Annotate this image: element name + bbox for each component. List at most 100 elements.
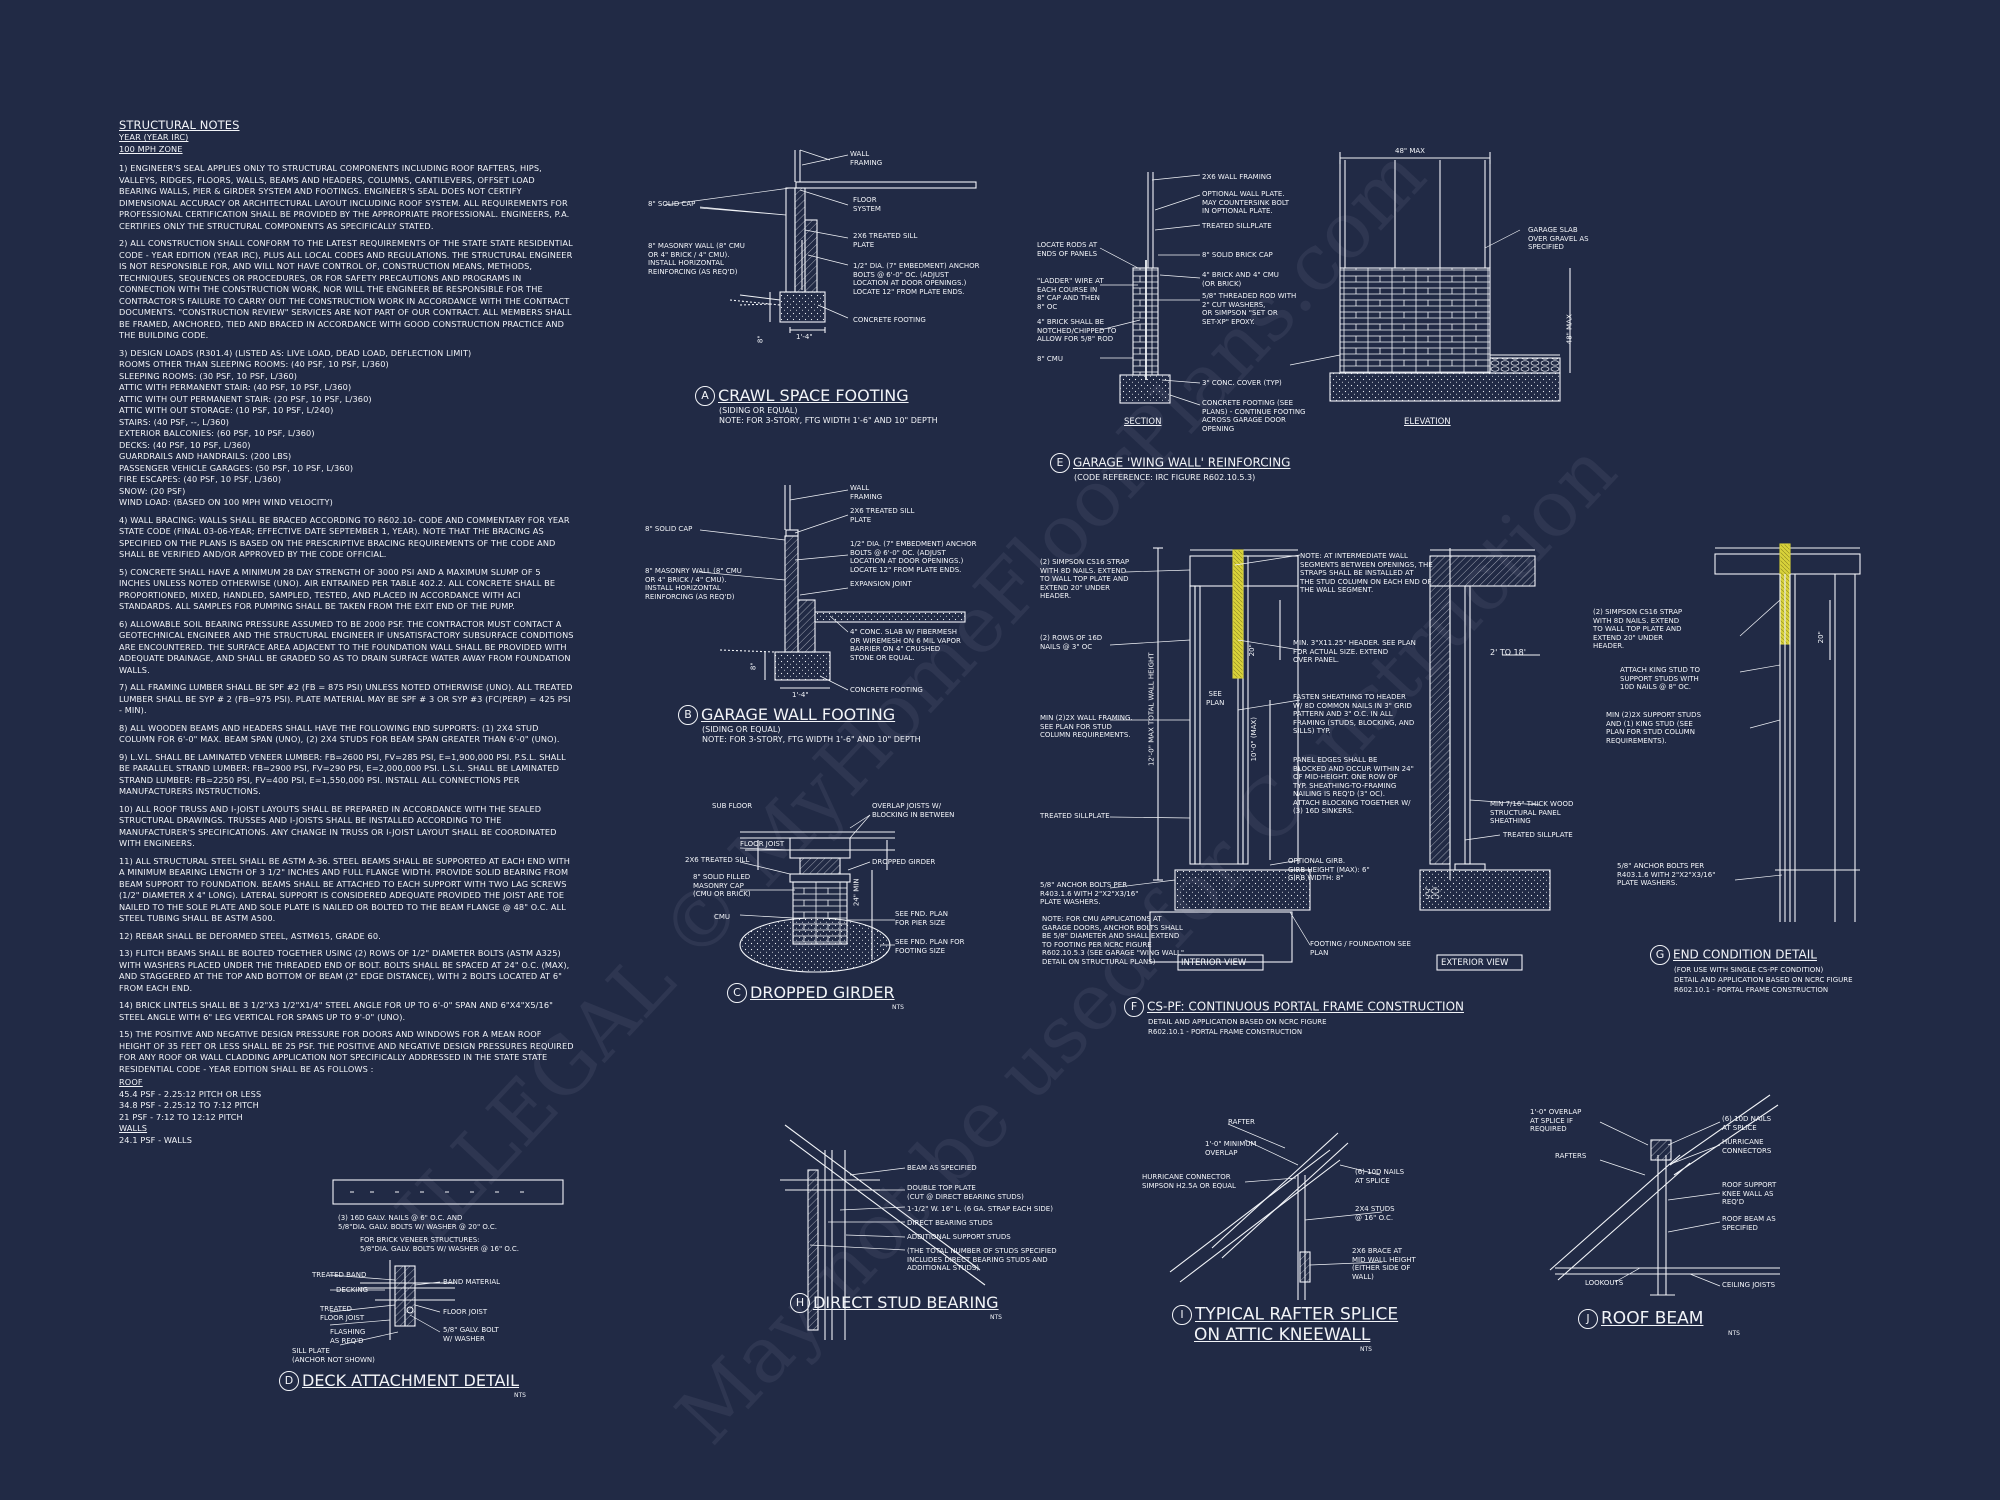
b-dim-height: 8"	[749, 662, 758, 671]
i-label-brace: 2x6 BRACE AT MID WALL HEIGHT (EITHER SID…	[1352, 1247, 1416, 1281]
e-label-ladder-wire: "LADDER" WIRE AT EACH COURSE IN 8" CAP A…	[1037, 277, 1104, 311]
h-label-total-studs: (THE TOTAL NUMBER OF STUDS SPECIFIED INC…	[907, 1247, 1057, 1272]
detail-j-marker: J	[1578, 1308, 1598, 1329]
load-item: ATTIC WITH OUT STORAGE: (10 PSF, 10 PSF,…	[119, 405, 334, 415]
j-label-lookouts: LOOKOUTS	[1585, 1279, 1624, 1287]
e-label-footing: CONCRETE FOOTING (SEE PLANS) - CONTINUE …	[1202, 399, 1306, 433]
c-label-dropped-girder: DROPPED GIRDER	[872, 858, 936, 866]
note-9: 9) L.V.L. SHALL BE LAMINATED VENEER LUMB…	[119, 751, 566, 797]
load-item: EXTERIOR BALCONIES: (60 PSF, 10 PSF, L/3…	[119, 428, 315, 438]
j-label-roof-beam: ROOF BEAM AS SPECIFIED	[1722, 1215, 1776, 1232]
e-label-solid-brick-cap: 8" SOLID BRICK CAP	[1202, 251, 1273, 259]
g-label-anchor-bolts: 5/8" ANCHOR BOLTS PER R403.1.6 WITH 2"x2…	[1617, 862, 1716, 887]
c-label-footing-size: SEE FND. PLAN FOR FOOTING SIZE	[895, 938, 965, 955]
d-label-brick-veneer: FOR BRICK VENEER STRUCTURES: 5/8"dia. GA…	[360, 1236, 519, 1253]
c-label-pier-size: SEE FND. PLAN FOR PIER SIZE	[895, 910, 948, 927]
f-dim-20: 20"	[1247, 644, 1256, 657]
j-label-nails: (6) 10d NAILS AT SPLICE	[1722, 1115, 1772, 1132]
note-15: 15) THE POSITIVE AND NEGATIVE DESIGN PRE…	[119, 1029, 574, 1074]
e-label-notched-brick: 4" BRICK SHALL BE NOTCHED/CHIPPED TO ALL…	[1037, 318, 1117, 343]
b-dim-width: 1'-4"	[792, 691, 809, 699]
detail-j-name: ROOF BEAM	[1601, 1308, 1704, 1329]
detail-e-drawing	[1099, 152, 1571, 406]
a-label-masonry-wall: 8" MASONRY WALL (8" CMU OR 4" BRICK / 4"…	[648, 242, 745, 276]
note-11: 11) ALL STRUCTURAL STEEL SHALL BE ASTM A…	[119, 855, 570, 924]
detail-c-marker: C	[727, 982, 747, 1003]
d-label-decking: DECKING	[336, 1286, 369, 1294]
detail-j-nts: NTS	[1728, 1329, 1740, 1337]
e-label-conc-cover: 3" CONC. COVER (TYP)	[1202, 379, 1282, 387]
d-label-treated-band: TREATED BAND	[312, 1271, 367, 1279]
detail-c-name: DROPPED GIRDER	[750, 983, 895, 1002]
detail-e-code: (CODE REFERENCE: IRC FIGURE R602.10.5.3)	[1074, 472, 1256, 482]
a-label-concrete-footing: CONCRETE FOOTING	[853, 316, 926, 324]
d-label-sill-plate: SILL PLATE (ANCHOR NOT SHOWN)	[292, 1347, 375, 1364]
d-label-band-material: BAND MATERIAL	[443, 1278, 501, 1286]
note-7: 7) ALL FRAMING LUMBER SHALL BE SPF #2 (F…	[119, 682, 573, 715]
load-item: SLEEPING ROOMS: (30 PSF, 10 PSF, L/360)	[119, 370, 298, 381]
g-label-strap: (2) SIMPSON CS16 STRAP WITH 8d NAILS. EX…	[1593, 608, 1683, 650]
load-item: DECKS: (40 PSF, 10 PSF, L/360)	[119, 439, 251, 450]
notes-title: STRUCTURAL NOTES	[119, 118, 240, 132]
load-item: GUARDRAILS AND HANDRAILS: (200 LBS)	[119, 451, 292, 461]
detail-c-nts: NTS	[892, 1003, 904, 1011]
d-label-floor-joist: FLOOR JOIST	[443, 1308, 488, 1316]
a-label-sill-plate: 2x6 TREATED SILL PLATE	[853, 232, 918, 249]
j-label-ceiling-joists: CEILING JOISTS	[1722, 1281, 1776, 1289]
f-label-header: MIN. 3"x11.25" HEADER. SEE PLAN FOR ACTU…	[1293, 639, 1416, 664]
detail-h-drawing	[780, 1124, 986, 1340]
c-label-overlap-joists: OVERLAP JOISTS w/ BLOCKING IN BETWEEN	[872, 802, 955, 819]
h-label-direct-bearing: DIRECT BEARING STUDS	[907, 1219, 993, 1227]
detail-i-nts: NTS	[1360, 1345, 1372, 1353]
f-label-panel-edges: PANEL EDGES SHALL BE BLOCKED AND OCCUR W…	[1293, 756, 1414, 815]
detail-c-drawing	[739, 814, 895, 973]
a-dim-width: 1'-4"	[796, 333, 813, 341]
detail-a-marker: A	[695, 385, 715, 406]
h-label-beam: BEAM AS SPECIFIED	[907, 1164, 977, 1172]
a-label-wall-framing: WALL FRAMING	[850, 150, 883, 167]
detail-j-drawing	[1549, 1094, 1780, 1296]
b-label-solid-cap: 8" SOLID CAP	[645, 525, 693, 533]
detail-g-drawing	[1714, 543, 1861, 922]
e-label-elevation: ELEVATION	[1404, 417, 1451, 427]
detail-b-marker: B	[678, 704, 698, 725]
f-label-min-framing: MIN (2)2X WALL FRAMING. SEE PLAN FOR STU…	[1040, 714, 1133, 739]
note-1: 1) ENGINEER'S SEAL APPLIES ONLY TO STRUC…	[119, 163, 570, 231]
e-label-wall-framing: 2x6 WALL FRAMING	[1202, 173, 1272, 181]
f-label-optional-girb: OPTIONAL GIRB. GIRB HEIGHT (MAX): 6" GIR…	[1288, 857, 1370, 882]
d-label-flashing: FLASHING AS REQ'D	[330, 1328, 366, 1345]
e-dim-height: 48" MAX	[1565, 314, 1574, 345]
detail-f-name: CS-PF: CONTINUOUS PORTAL FRAME CONSTRUCT…	[1147, 999, 1464, 1014]
f-dim-2-to-18: 2' TO 18'	[1490, 648, 1526, 657]
roof-label: ROOF	[119, 1077, 143, 1087]
roof-pressure: 21 PSF - 7:12 TO 12:12 PITCH	[119, 1111, 243, 1122]
detail-h-marker: H	[790, 1292, 810, 1313]
detail-b-name: GARAGE WALL FOOTING	[701, 705, 896, 724]
load-item: ATTIC WITH PERMANENT STAIR: (40 PSF, 10 …	[119, 382, 352, 392]
note-13: 13) FLITCH BEAMS SHALL BE BOLTED TOGETHE…	[119, 948, 570, 993]
note-4: 4) WALL BRACING: WALLS SHALL BE BRACED A…	[119, 514, 570, 560]
f-label-treated-sillplate-ext: TREATED SILLPLATE	[1503, 831, 1573, 839]
e-label-section: SECTION	[1124, 417, 1162, 427]
detail-g-name: END CONDITION DETAIL	[1673, 947, 1817, 962]
c-label-masonry-cap: 8" SOLID FILLED MASONRY CAP (CMU OR BRIC…	[693, 873, 751, 898]
c-dim-min: 24" MIN	[852, 878, 861, 907]
detail-i-drawing	[1169, 1123, 1383, 1300]
i-label-hurricane: HURRICANE CONNECTOR SIMPSON H2.5A OR EQU…	[1142, 1173, 1236, 1190]
j-label-overlap: 1'-0" OVERLAP AT SPLICE IF REQUIRED	[1530, 1108, 1582, 1133]
detail-f-drawing	[1109, 547, 1551, 971]
i-label-overlap: 1'-0" MINIMUM OVERLAP	[1205, 1140, 1257, 1157]
e-label-locate-rods: LOCATE RODS AT ENDS OF PANELS	[1037, 241, 1098, 258]
walls-label: WALLS	[119, 1123, 148, 1133]
e-label-garage-slab: GARAGE SLAB OVER GRAVEL AS SPECIFIED	[1528, 226, 1589, 251]
f-label-footing: FOOTING / FOUNDATION SEE PLAN	[1310, 940, 1411, 957]
i-label-studs: 2x4 STUDS @ 16" O.C.	[1355, 1205, 1395, 1222]
load-item: PASSENGER VEHICLE GARAGES: (50 PSF, 10 P…	[119, 462, 354, 473]
